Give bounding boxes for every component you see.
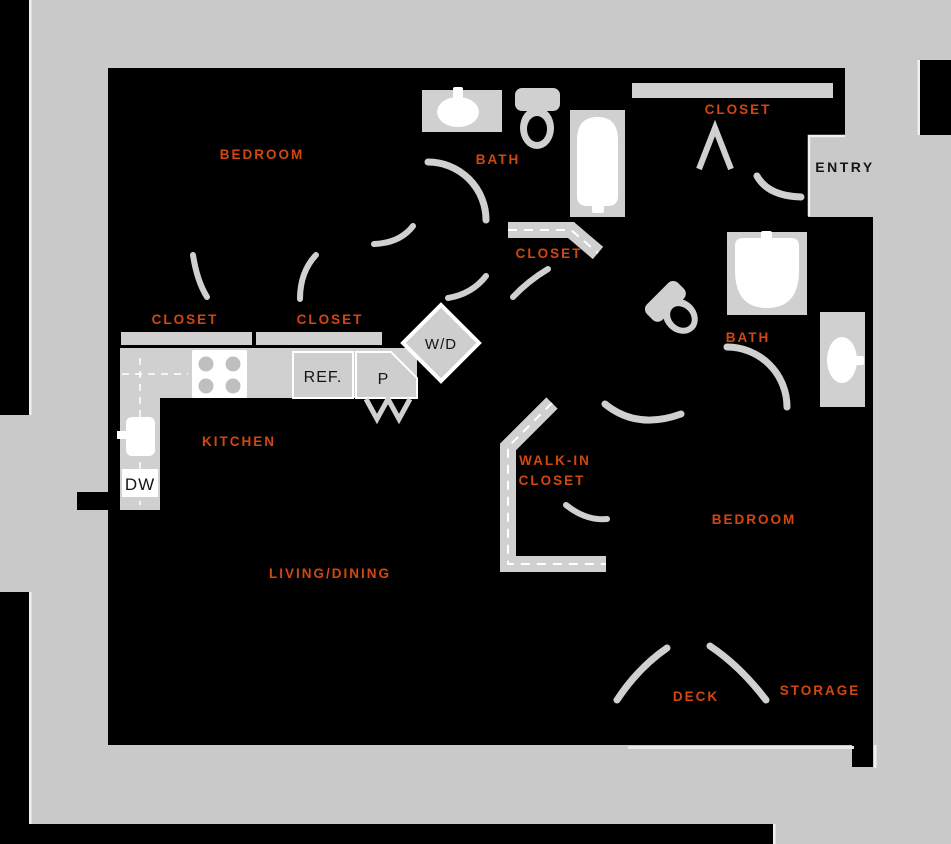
deck-door-arc-left [613, 644, 671, 704]
refrigerator-label: REF. [304, 369, 343, 386]
kitchen-label: KITCHEN [202, 434, 276, 449]
entry-closet-shelf [632, 83, 833, 98]
wall-gap-line [874, 745, 877, 768]
entry-notch-edge [807, 134, 845, 216]
dishwasher-label: DW [125, 475, 155, 494]
bathtub-icon [577, 117, 618, 206]
toilet1-tank [515, 88, 560, 111]
toilet2-icon [644, 280, 698, 334]
kitchen-faucet-icon [117, 431, 128, 439]
bedroom1-closet-shelf-left [121, 332, 252, 345]
burner-icon [225, 356, 241, 372]
bath1-faucet-icon [453, 87, 463, 101]
bedroom2-label: BEDROOM [712, 512, 797, 527]
bath1-sink-icon [437, 97, 479, 127]
refrigerator-icon [292, 351, 354, 399]
door-swing-arc [601, 400, 685, 424]
wall-gap-line [29, 592, 32, 824]
pantry-label: P [378, 371, 389, 388]
shower-faucet-icon [761, 231, 772, 244]
door-swing-arc [563, 502, 610, 523]
entry-door-swing-arc [753, 172, 805, 201]
door-swing-arc [190, 252, 210, 300]
kitchen-sink-icon [126, 417, 155, 456]
toilet1-bowl-inner [527, 116, 547, 142]
adjacent-structure-left-bottom [0, 592, 29, 824]
walkin-label-line2: CLOSET [519, 473, 586, 488]
door-swing-arc [723, 343, 791, 411]
bedroom1-label: BEDROOM [220, 147, 305, 162]
door-swing-arc [424, 158, 490, 224]
adjacent-structure-bottom [0, 824, 773, 844]
bath1-label: BATH [476, 152, 521, 167]
deck-label: DECK [673, 689, 719, 704]
deck-edge-line [628, 746, 854, 749]
washer-dryer-label: W/D [425, 336, 457, 353]
entry-closet-label: CLOSET [705, 102, 772, 117]
bedroom1-closet-left-label: CLOSET [152, 312, 219, 327]
hall-closet-label: CLOSET [516, 246, 583, 261]
door-swing-arc [297, 252, 319, 302]
bathtub-faucet-icon [592, 199, 604, 213]
toilet2-bowl-inner [670, 306, 692, 328]
storage-label: STORAGE [780, 683, 861, 698]
unit-outline [77, 68, 873, 767]
burner-icon [198, 378, 214, 394]
bath2-sink-icon [827, 337, 857, 383]
burner-icon [225, 378, 241, 394]
door-swing-arc [445, 273, 489, 301]
bath2-label: BATH [726, 330, 771, 345]
door-swing-arc [371, 223, 416, 247]
walkin-closet-rod-dash [507, 402, 606, 565]
entry-label: ENTRY [815, 159, 874, 175]
wall-gap-line [917, 60, 920, 135]
bifold-door-icon [696, 119, 734, 171]
shower-tub-icon [735, 238, 799, 308]
bedroom1-closet-shelf-right [256, 332, 382, 345]
adjacent-structure-left-top [0, 0, 29, 415]
deck-door-arc-right [706, 642, 770, 704]
bedroom1-closet-right-label: CLOSET [297, 312, 364, 327]
wall-gap-line [29, 0, 32, 415]
hall-closet-rod-dash [508, 229, 599, 254]
pantry-icon [355, 351, 418, 399]
living-dining-label: LIVING/DINING [269, 566, 391, 581]
bath2-faucet-icon [851, 356, 864, 365]
burner-icon [198, 356, 214, 372]
toilet2-tank [644, 280, 686, 322]
walkin-label-line1: WALK-IN [519, 453, 591, 468]
washer-dryer-icon [400, 302, 482, 384]
bifold-door-icon [363, 393, 413, 425]
adjacent-structure-top-right [920, 60, 951, 135]
door-swing-arc [510, 266, 551, 300]
dishwasher-icon [122, 469, 158, 497]
wall-gap-line [773, 824, 776, 844]
